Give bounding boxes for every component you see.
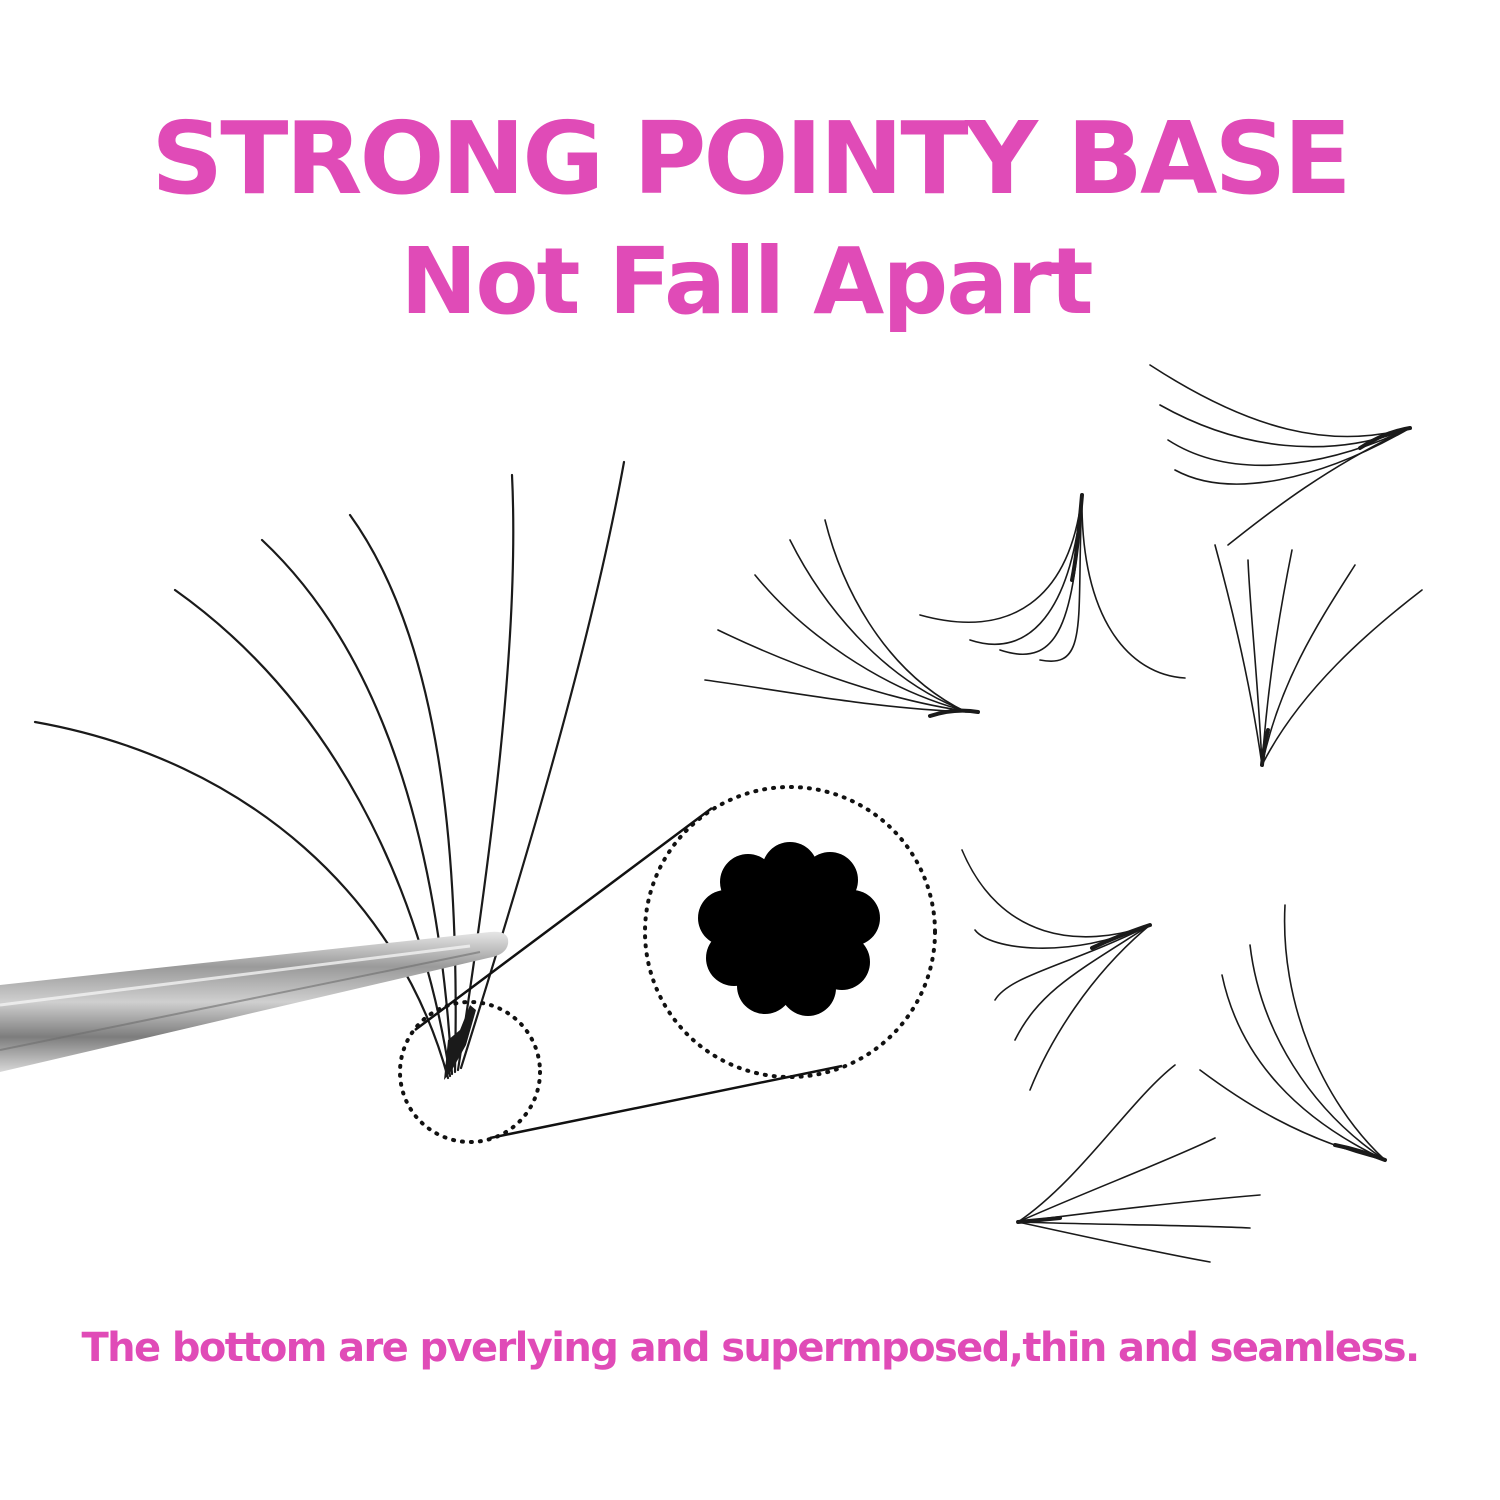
lash-fan-1 [704, 519, 980, 718]
main-lash-fan [33, 460, 626, 1080]
headline-line-2: Not Fall Apart [400, 228, 1093, 335]
base-cross-section [698, 842, 880, 1016]
caption-text: The bottom are pverlying and supermposed… [81, 1325, 1420, 1371]
tweezer [0, 931, 509, 1072]
headline-line-1: STRONG POINTY BASE [151, 100, 1351, 217]
lash-fan-6 [1199, 904, 1387, 1162]
lash-fan-5 [961, 849, 1152, 1091]
lash-fan-7 [1016, 1064, 1261, 1263]
lash-fan-2 [919, 493, 1186, 679]
zoom-callout [398, 785, 937, 1144]
lash-fan-3 [1149, 364, 1412, 546]
main-lash-base [444, 1005, 476, 1080]
lash-fan-4 [1214, 544, 1423, 767]
zoom-small-circle [398, 1000, 542, 1144]
